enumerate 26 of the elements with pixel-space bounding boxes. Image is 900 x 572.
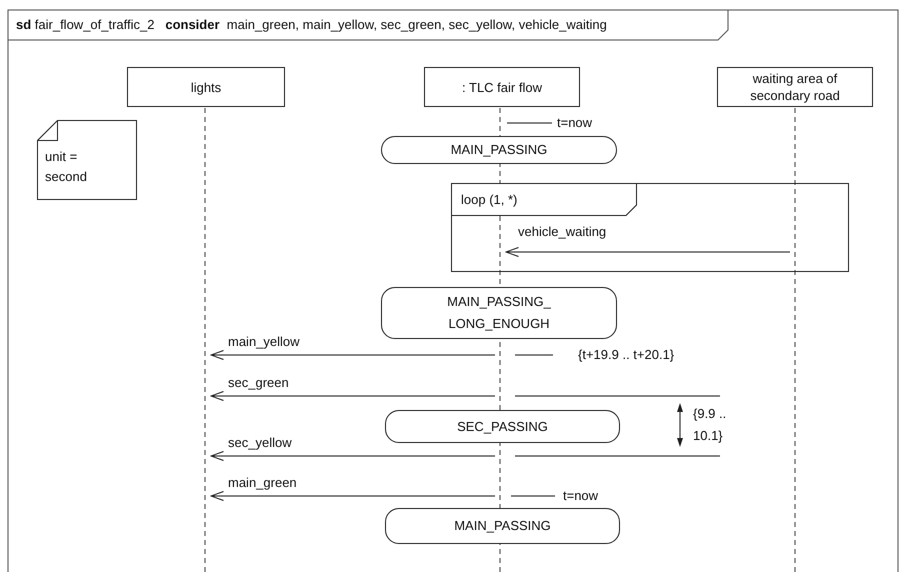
state-invariant: SEC_PASSING	[385, 410, 620, 443]
constraint-label: t=now	[563, 488, 598, 503]
note-text: unit = second	[45, 148, 88, 186]
edge-label: main_green	[228, 475, 297, 490]
message-arrow	[506, 247, 790, 257]
constraint-label: {t+19.9 .. t+20.1}	[578, 347, 674, 362]
state-invariant: MAIN_PASSING_ LONG_ENOUGH	[381, 287, 617, 339]
constraint-label: {9.9 .. 10.1}	[693, 405, 728, 445]
fragment-tab	[451, 183, 637, 216]
message-arrow	[210, 350, 496, 360]
fragment-label: loop (1, *)	[461, 192, 518, 207]
edge-label: sec_green	[228, 375, 289, 390]
lifeline-head: : TLC fair flow	[424, 67, 580, 107]
edge-label: sec_yellow	[228, 435, 292, 450]
edge-label: main_yellow	[228, 334, 300, 349]
note	[37, 120, 137, 200]
edge-label: vehicle_waiting	[518, 224, 606, 239]
state-invariant: MAIN_PASSING	[381, 136, 617, 164]
diagram-title: sd fair_flow_of_traffic_2 consider main_green, main_yellow, sec_green, sec_yellow, vehicle_waiting	[16, 17, 607, 32]
lifeline-head: waiting area of secondary road	[717, 67, 873, 107]
message-arrow	[210, 391, 496, 401]
lifeline-head: lights	[127, 67, 285, 107]
state-invariant: MAIN_PASSING	[385, 508, 620, 544]
message-arrow	[210, 451, 496, 461]
constraint-label: t=now	[557, 115, 592, 130]
message-arrow	[210, 491, 496, 501]
